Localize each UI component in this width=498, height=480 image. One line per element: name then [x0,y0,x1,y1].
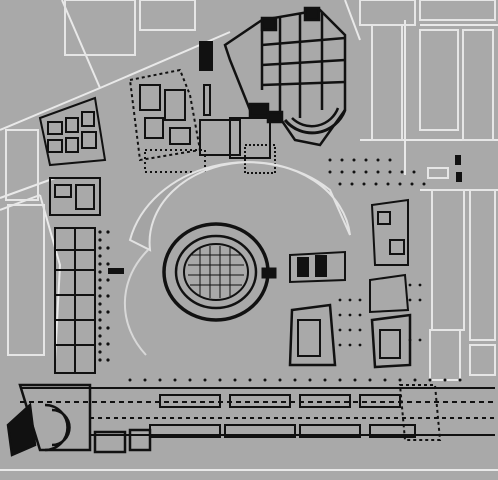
west-dotted-colonnade [98,230,110,362]
city-blocks [5,0,496,381]
building-complex-north [128,41,276,174]
arena-grid [188,246,244,298]
forum-colonnade-dots [338,283,422,347]
amphitheater [123,161,351,356]
church-building [223,6,347,147]
south-colonnade-dots [128,378,462,382]
southwest-building [6,383,152,457]
east-small-features [108,155,462,274]
building-cluster-west [38,96,107,216]
west-rooms [54,227,96,374]
forum-area [288,198,412,369]
portico-grid [328,158,426,186]
